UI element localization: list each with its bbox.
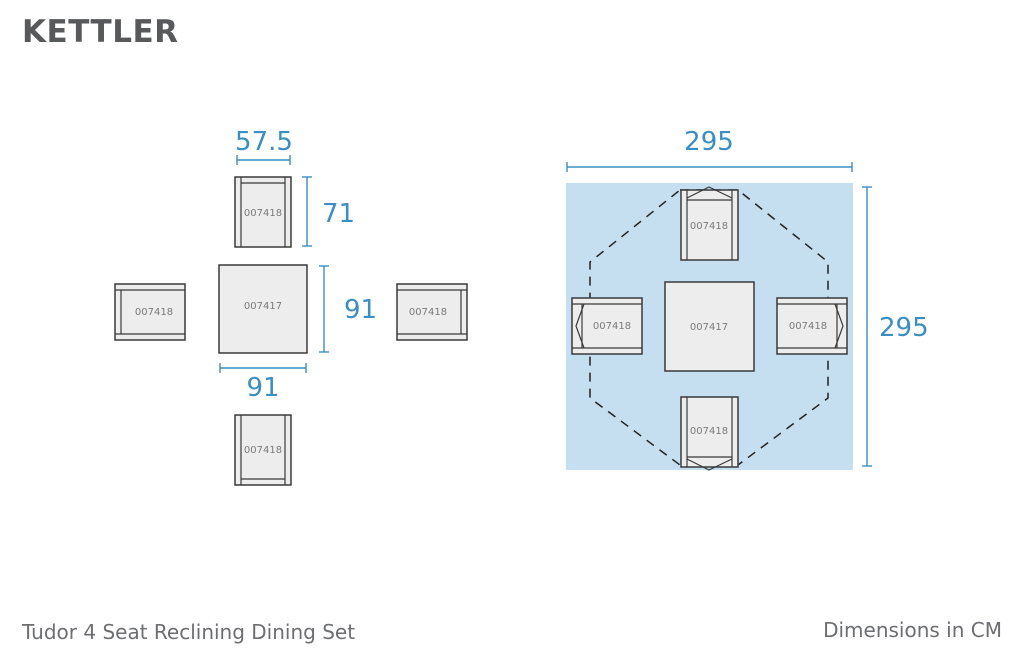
dimension-chair-width: 57.5 [235, 127, 293, 165]
product-title: Tudor 4 Seat Reclining Dining Set [22, 620, 356, 644]
dimension-table-depth-label: 91 [344, 295, 377, 325]
chair-bottom: 007418 [234, 414, 292, 486]
footprint-chair-bottom: 007418 [680, 396, 739, 471]
dimension-table-depth: 91 [319, 265, 377, 353]
chair-code-label: 007418 [690, 426, 728, 437]
chair-code-label: 007418 [244, 208, 282, 219]
chair-right: 007418 [396, 283, 468, 341]
chair-code-label: 007418 [409, 307, 447, 318]
table: 007417 [218, 264, 308, 354]
chair-code-label: 007418 [789, 321, 827, 332]
dimension-table-width-label: 91 [246, 373, 279, 403]
chair-code-label: 007418 [135, 307, 173, 318]
dimension-chair-depth: 71 [302, 176, 355, 247]
plan-view: 007418 007418 007418 007418 [114, 127, 468, 486]
dimension-footprint-width-label: 295 [684, 127, 734, 157]
units-note: Dimensions in CM [823, 618, 1002, 642]
dimension-chair-width-label: 57.5 [235, 127, 293, 157]
chair-code-label: 007418 [593, 321, 631, 332]
chair-code-label: 007418 [690, 221, 728, 232]
footprint-table: 007417 [664, 281, 755, 372]
dimension-chair-depth-label: 71 [322, 199, 355, 229]
footprint-chair-right: 007418 [776, 297, 848, 355]
chair-code-label: 007418 [244, 445, 282, 456]
footprint-chair-top: 007418 [680, 186, 739, 261]
chair-left: 007418 [114, 283, 186, 341]
table-code-label: 007417 [244, 301, 282, 312]
dimension-footprint-width: 295 [566, 127, 853, 172]
footprint-chair-left: 007418 [571, 297, 643, 355]
brand-logo: KETTLER [22, 14, 179, 50]
footprint-view: 007417 007418 007418 007418 [566, 127, 929, 471]
chair-top: 007418 [234, 176, 292, 248]
dimension-footprint-depth: 295 [862, 186, 929, 467]
table-code-label: 007417 [690, 322, 728, 333]
dimension-footprint-depth-label: 295 [879, 313, 929, 343]
dimension-table-width: 91 [219, 363, 307, 403]
